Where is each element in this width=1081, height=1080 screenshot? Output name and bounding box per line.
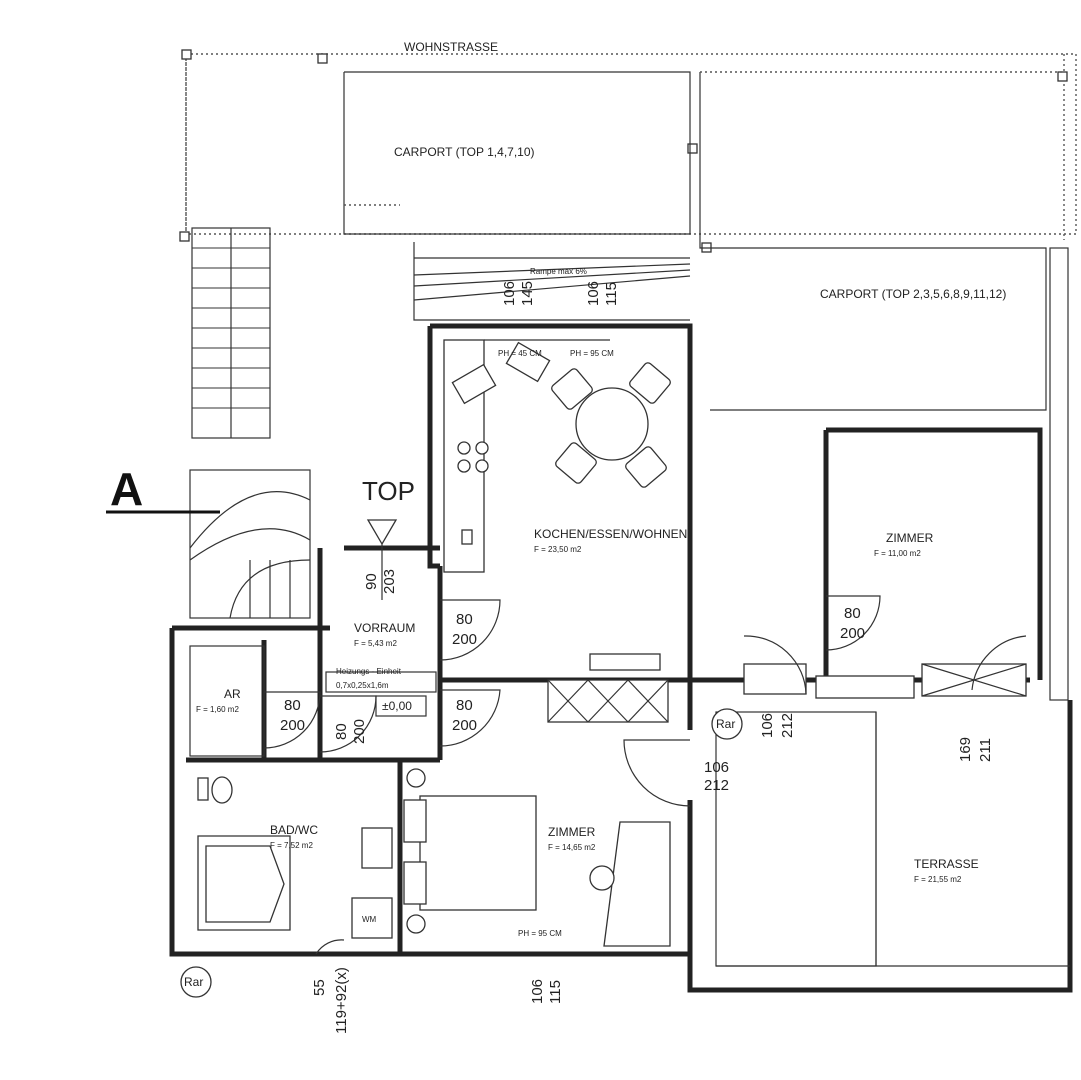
dim-ar-bottom: 200 <box>280 717 305 734</box>
terrasse-area: F = 21,55 m2 <box>914 875 962 884</box>
dining-table <box>551 362 671 488</box>
living-room-area: F = 23,50 m2 <box>534 545 582 554</box>
ramp-label: Rampe max 6% <box>530 267 587 276</box>
dim-t-bottom: 211 <box>977 738 994 762</box>
heating-unit-dim: 0,7x0,25x1,6m <box>336 681 389 690</box>
dim-t-top: 169 <box>957 737 974 762</box>
street-label: WOHNSTRASSE <box>404 40 498 54</box>
dim-vor-bottom: 200 <box>452 631 477 648</box>
carport-left-label: CARPORT (TOP 1,4,7,10) <box>394 145 535 159</box>
dim-1-bottom: 145 <box>519 281 536 306</box>
vorraum-name: VORRAUM <box>354 621 415 635</box>
dim-entry-bottom: 203 <box>381 569 398 594</box>
dim-ar2-top: 80 <box>333 723 350 740</box>
ph-note-3: PH = 95 CM <box>518 929 562 938</box>
bad-area: F = 7,52 m2 <box>270 841 313 850</box>
dim-2-top: 106 <box>585 281 602 306</box>
top-label: TOP <box>362 476 415 506</box>
dim-zr-top: 80 <box>844 605 861 622</box>
rar-label-2: Rar <box>184 975 203 989</box>
dim-bot-top: 106 <box>529 979 546 1004</box>
ar-area: F = 1,60 m2 <box>196 705 239 714</box>
vorraum-area: F = 5,43 m2 <box>354 639 397 648</box>
zimmer-mid-area: F = 14,65 m2 <box>548 843 596 852</box>
bad-name: BAD/WC <box>270 823 318 837</box>
dim-zr-bottom: 200 <box>840 625 865 642</box>
terrasse-name: TERRASSE <box>914 857 979 871</box>
carport-right <box>699 71 1069 701</box>
ph-note-2: PH = 95 CM <box>570 349 614 358</box>
dim-2-bottom: 115 <box>603 282 620 306</box>
living-room-name: KOCHEN/ESSEN/WOHNEN <box>534 527 687 541</box>
dim-mid-bottom: 200 <box>452 717 477 734</box>
zimmer-right-area: F = 11,00 m2 <box>874 549 921 558</box>
bathroom-furniture <box>197 776 393 939</box>
ramp <box>413 242 691 321</box>
dim-bad-top: 55 <box>311 979 328 996</box>
terrace <box>715 711 1070 967</box>
rar-label-1: Rar <box>716 717 735 731</box>
carport-right-label: CARPORT (TOP 2,3,5,6,8,9,11,12) <box>820 287 1006 301</box>
dim-k-top: 106 <box>759 713 776 738</box>
dimension-labels: 106 145 106 115 90 203 80 200 80 200 80 … <box>280 281 994 1034</box>
heating-unit-label: Heizungs - Einheit <box>336 667 402 676</box>
dim-bot-bottom: 115 <box>547 980 564 1004</box>
dim-entry-top: 90 <box>363 573 380 590</box>
staircase <box>189 227 311 619</box>
kitchen <box>443 339 610 573</box>
marker-a-label: A <box>110 463 143 515</box>
bedroom-furniture <box>403 768 671 947</box>
utility <box>189 645 437 757</box>
ph-note-1: PH = 45 CM <box>498 349 542 358</box>
dim-ar-top: 80 <box>284 697 301 714</box>
section-marker-a: A <box>106 463 220 515</box>
rar-markers <box>180 708 743 998</box>
dim-1-top: 106 <box>501 281 518 306</box>
dim-bad-bottom: 119+92(x) <box>333 967 350 1034</box>
washing-machine-label: WM <box>362 915 377 924</box>
zimmer-right-name: ZIMMER <box>886 531 934 545</box>
dim-k2-top: 106 <box>704 759 729 776</box>
level-label: ±0,00 <box>382 699 412 713</box>
carport-left <box>343 71 691 235</box>
ar-name: AR <box>224 687 241 701</box>
dim-vor-top: 80 <box>456 611 473 628</box>
doors <box>263 595 1027 955</box>
site-outline <box>179 49 1077 253</box>
dim-k-bottom: 212 <box>779 713 796 738</box>
dim-ar2-bottom: 200 <box>351 719 368 744</box>
zimmer-mid-name: ZIMMER <box>548 825 596 839</box>
dim-mid-top: 80 <box>456 697 473 714</box>
entrance-arrow <box>366 519 398 600</box>
dim-k2-bottom: 212 <box>704 777 729 794</box>
